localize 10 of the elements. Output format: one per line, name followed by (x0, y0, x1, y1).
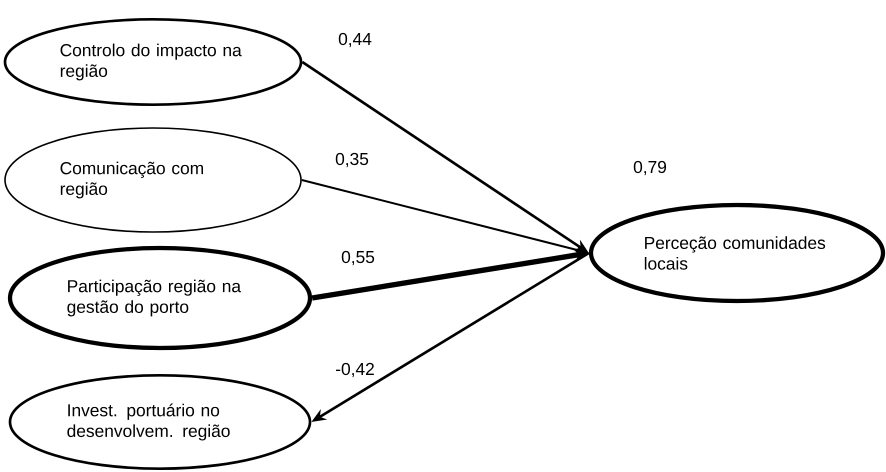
edge-label: 0,35 (334, 152, 370, 168)
ellipse-node: Controlo do impacto na região (4, 18, 302, 106)
ellipse-node: Invest. portuário no desenvolvem. região (8, 374, 312, 470)
edge-label: 0,44 (336, 32, 374, 48)
edge-label: 0,55 (340, 250, 376, 266)
edge-label: -0,42 (334, 362, 376, 378)
node-annotation: 0,79 (634, 160, 666, 176)
ellipse-node: Participação região na gestão do porto (8, 246, 312, 350)
ellipse-node: Comunicação com região (4, 127, 302, 233)
ellipse-node: Perceção comunidades locais (588, 202, 886, 304)
